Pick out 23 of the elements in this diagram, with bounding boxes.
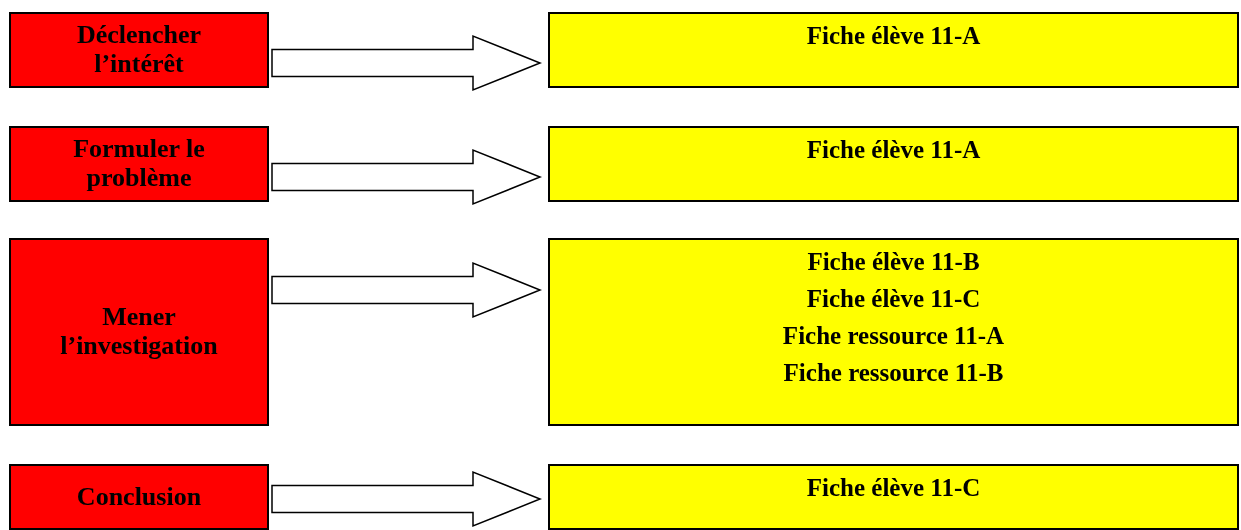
resource-box	[548, 12, 1239, 88]
step-box	[9, 126, 269, 202]
step-label: Formuler le problème	[72, 135, 206, 193]
resource-label: Fiche élève 11-B	[807, 247, 980, 277]
resource-label: Fiche élève 11-A	[806, 135, 981, 165]
resource-box	[548, 238, 1239, 426]
resource-box	[548, 126, 1239, 202]
resource-label: Fiche ressource 11-B	[783, 358, 1004, 388]
resource-label: Fiche élève 11-A	[806, 21, 981, 51]
block-arrow	[271, 148, 542, 206]
step-box	[9, 464, 269, 530]
step-label: Conclusion	[76, 482, 202, 512]
resource-label: Fiche élève 11-C	[806, 473, 981, 503]
step-box	[9, 12, 269, 88]
step-label: Mener l’investigation	[59, 303, 219, 361]
resource-label: Fiche élève 11-C	[806, 284, 981, 314]
resource-label: Fiche ressource 11-A	[782, 321, 1005, 351]
block-arrow	[271, 261, 542, 319]
step-box	[9, 238, 269, 426]
resource-box	[548, 464, 1239, 530]
step-label: Déclencher l’intérêt	[75, 21, 203, 79]
block-arrow	[271, 34, 542, 92]
block-arrow	[271, 470, 542, 528]
